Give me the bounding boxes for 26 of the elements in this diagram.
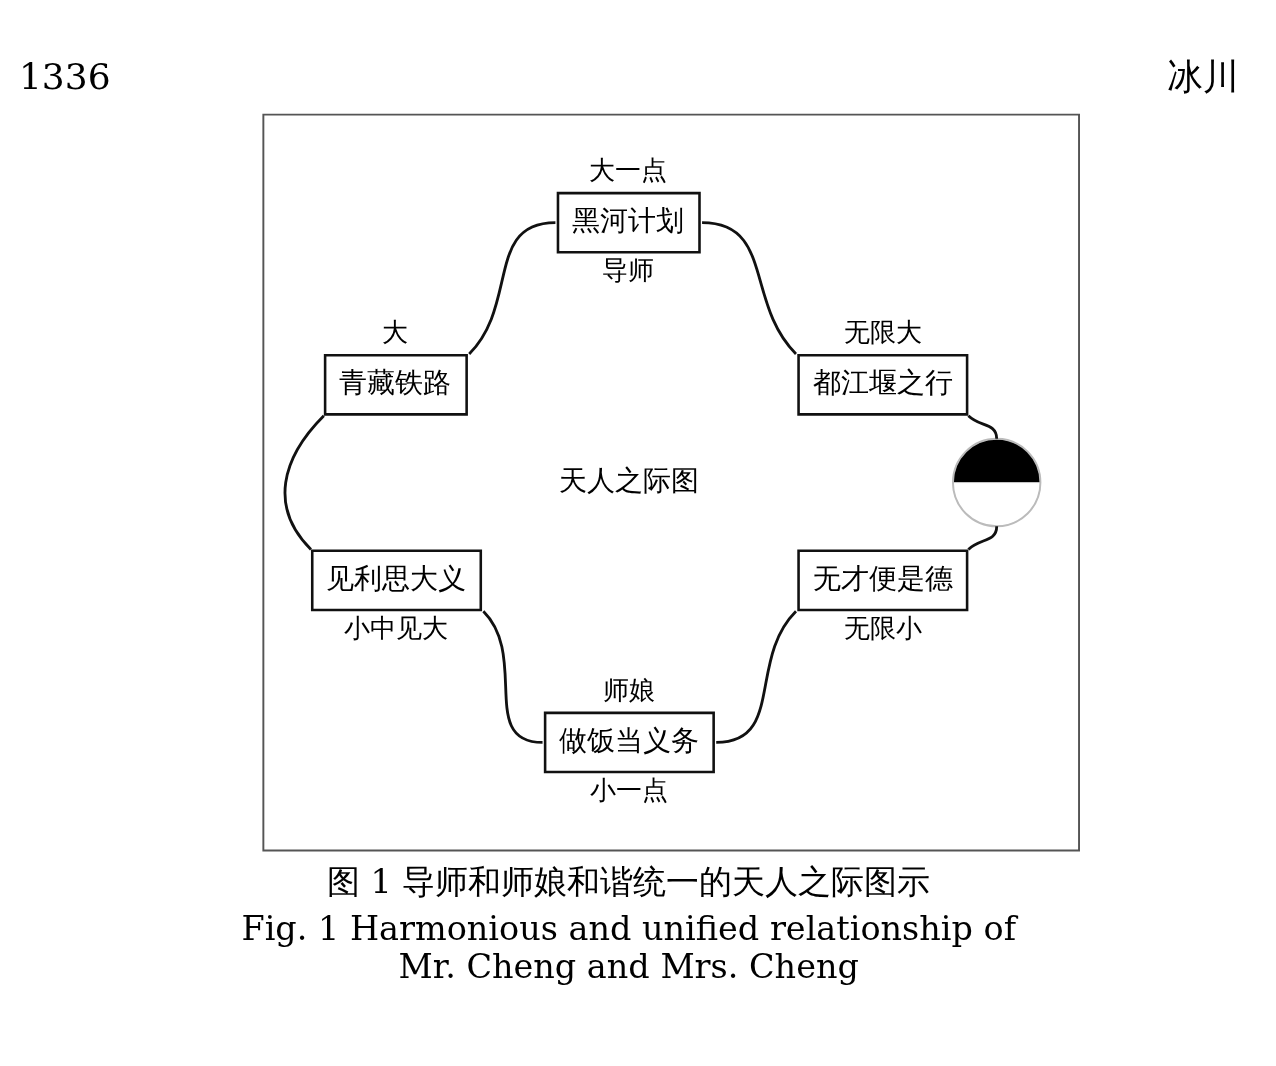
connector — [468, 221, 556, 355]
connector — [716, 610, 798, 744]
node-label: 大一点 — [589, 154, 668, 185]
caption: Fig. 1 Harmonious and unified relationship of Mr. Cheng and Mrs. Cheng — [241, 909, 1017, 986]
node-label: 无限小 — [843, 612, 922, 643]
node-box: 做饭当义务 — [543, 711, 715, 774]
node-label: 导师 — [602, 255, 655, 286]
label: 1336 — [18, 55, 111, 97]
node-label: 师娘 — [603, 674, 656, 705]
connector — [701, 221, 798, 355]
connector — [967, 526, 999, 551]
node-box: 见利思大义 — [310, 549, 483, 612]
node-label: 无限大 — [843, 317, 922, 348]
connector — [283, 414, 325, 551]
label: 冰川 — [1166, 55, 1239, 97]
node-label: 大 — [382, 317, 409, 348]
node-box: 青藏铁路 — [323, 353, 468, 416]
label: 图 1 导师和师娘和谐统一的天人之际图示 — [326, 861, 931, 901]
node-box: 无才便是德 — [797, 549, 969, 612]
label: 天人之际图 — [558, 463, 699, 497]
connector — [482, 610, 543, 744]
node-box: 黑河计划 — [556, 191, 701, 254]
node-label: 小中见大 — [343, 612, 448, 643]
node-box: 都江堰之行 — [797, 353, 969, 416]
connector — [967, 414, 999, 439]
node-label: 小一点 — [590, 775, 669, 806]
